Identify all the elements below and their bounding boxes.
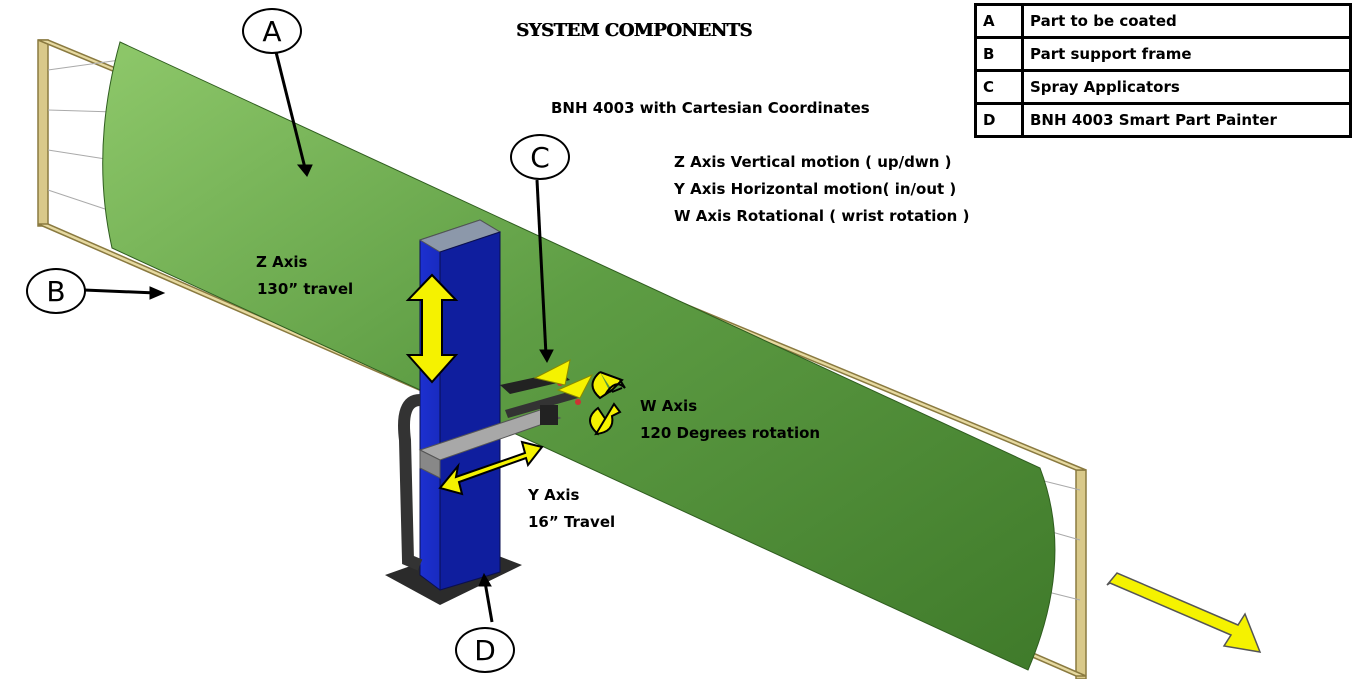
component-legend: A Part to be coated B Part support frame…	[974, 3, 1352, 138]
w-axis-label: W Axis	[640, 397, 698, 415]
y-axis-arrow	[438, 440, 544, 496]
legend-row: B Part support frame	[974, 36, 1352, 72]
callout-pointers	[83, 51, 554, 623]
legend-row: A Part to be coated	[974, 3, 1352, 39]
legend-key: D	[974, 102, 1024, 138]
w-axis-description: W Axis Rotational ( wrist rotation )	[674, 207, 970, 225]
legend-key: A	[974, 3, 1024, 39]
w-axis-rotation-arrow	[589, 371, 626, 436]
w-axis-rotation: 120 Degrees rotation	[640, 424, 821, 442]
legend-key: C	[974, 69, 1024, 105]
z-axis-description: Z Axis Vertical motion ( up/dwn )	[674, 153, 952, 171]
z-axis-travel: 130” travel	[257, 280, 354, 298]
legend-text: BNH 4003 Smart Part Painter	[1021, 102, 1352, 138]
callout-d: D	[455, 627, 515, 673]
y-axis-label: Y Axis	[528, 486, 580, 504]
subtitle: BNH 4003 with Cartesian Coordinates	[551, 99, 870, 117]
direction-arrow	[1106, 572, 1262, 653]
legend-row: D BNH 4003 Smart Part Painter	[974, 102, 1352, 138]
legend-text: Spray Applicators	[1021, 69, 1352, 105]
legend-text: Part support frame	[1021, 36, 1352, 72]
y-axis-travel: 16” Travel	[528, 513, 616, 531]
part-panel	[102, 41, 1056, 671]
legend-row: C Spray Applicators	[974, 69, 1352, 105]
smart-part-painter	[385, 219, 581, 605]
callout-c: C	[510, 134, 570, 180]
legend-key: B	[974, 36, 1024, 72]
legend-text: Part to be coated	[1021, 3, 1352, 39]
y-axis-description: Y Axis Horizontal motion( in/out )	[674, 180, 957, 198]
page-title: SYSTEM COMPONENTS	[516, 20, 752, 41]
z-axis-arrow	[405, 273, 459, 384]
callout-b: B	[26, 268, 86, 314]
callout-a: A	[242, 8, 302, 54]
z-axis-label: Z Axis	[256, 253, 308, 271]
spray-applicators	[533, 359, 594, 399]
